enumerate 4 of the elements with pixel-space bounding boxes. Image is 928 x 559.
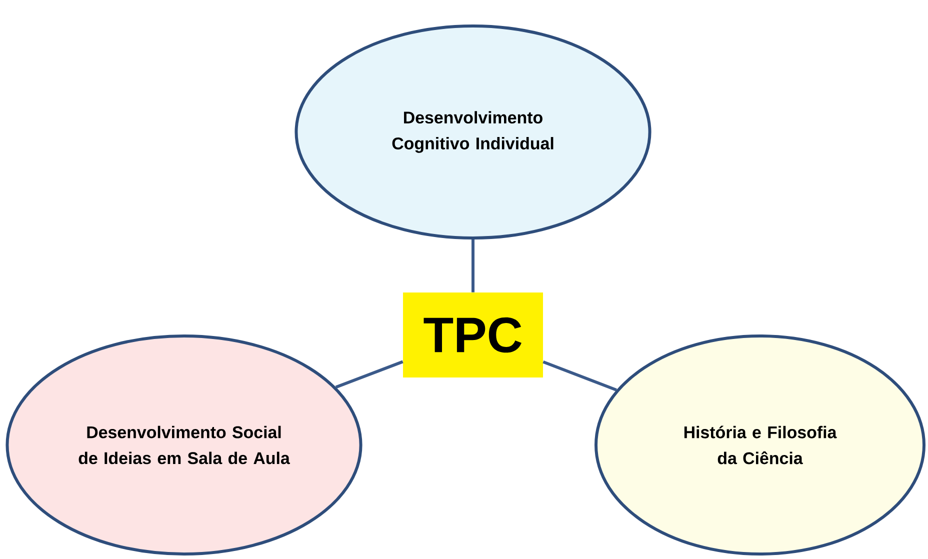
connector-line <box>335 360 404 389</box>
connector-line <box>472 240 474 292</box>
connector-line <box>542 360 617 392</box>
label-box: TPC <box>403 292 543 378</box>
